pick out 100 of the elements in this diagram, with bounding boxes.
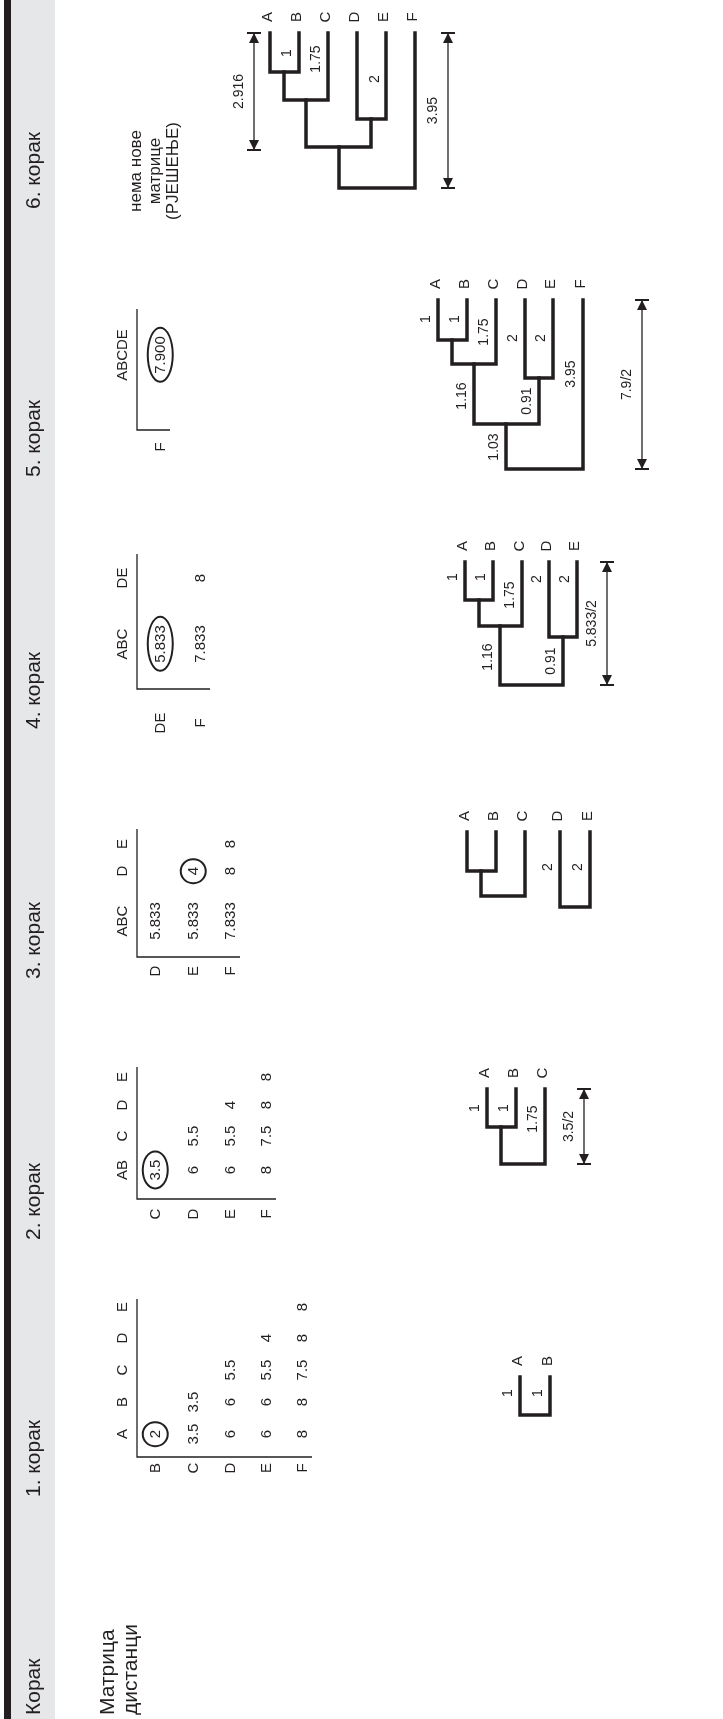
matrix-header: D [221, 1462, 239, 1474]
matrix-header: AB [113, 1160, 131, 1180]
branch-length: 1 [447, 315, 463, 323]
matrix-header: ABC [113, 628, 131, 660]
matrix-cell: 5.5 [257, 1359, 275, 1381]
dimension-label: 3.5/2 [561, 1110, 577, 1143]
matrix-header: F [191, 718, 209, 728]
step-heading: 5. корак [21, 400, 45, 477]
row-heading: Матрица дистанци [95, 1623, 142, 1715]
branch-length: 1.16 [454, 382, 470, 410]
branch-length: 1 [496, 1104, 512, 1112]
matrix-cell: 8 [293, 1333, 311, 1343]
dimension-label: 3.95 [425, 96, 441, 125]
matrix-cell: 3.5 [184, 1391, 202, 1413]
matrix-cell: 6 [257, 1429, 275, 1439]
matrix-cell: 4 [221, 1100, 239, 1110]
matrix-cell: 8 [221, 839, 239, 849]
circled-value: 3.5 [141, 1150, 169, 1190]
leaf-label: F [403, 12, 421, 22]
leaf-label: C [484, 278, 502, 290]
matrix-header: D [113, 865, 131, 877]
leaf-label: C [533, 1067, 551, 1079]
leaf-label: B [455, 279, 473, 289]
leaf-label: B [504, 1068, 522, 1078]
branch-length: 1 [445, 573, 461, 581]
branch-length: 2 [570, 863, 586, 871]
matrix-cell: 5.5 [221, 1125, 239, 1147]
matrix-header: ABC [113, 905, 131, 937]
leaf-label: A [508, 1356, 526, 1366]
matrix-header: E [113, 1302, 131, 1312]
branch-length: 2 [557, 575, 573, 583]
step-heading: 6. корак [21, 132, 45, 209]
leaf-label: A [426, 279, 444, 289]
matrix-cell: 7.5 [257, 1125, 275, 1147]
branch-length: 1.16 [480, 643, 496, 671]
leaf-label: D [548, 810, 566, 822]
leaf-label: A [258, 12, 276, 22]
matrix-cell: 5.833 [146, 902, 164, 940]
matrix-header: F [293, 1463, 311, 1473]
column-heading: Корак [21, 1658, 45, 1715]
branch-length: 1 [418, 315, 434, 323]
branch-length: 1.03 [486, 433, 502, 461]
matrix-header: DE [151, 712, 169, 734]
step-heading: 1. корак [21, 1420, 45, 1497]
matrix-header: D [146, 965, 164, 977]
leaf-label: B [484, 811, 502, 821]
leaf-label: F [571, 279, 589, 289]
leaf-label: A [475, 1068, 493, 1078]
matrix-cell: 5.5 [184, 1125, 202, 1147]
leaf-label: A [455, 811, 473, 821]
matrix-header: D [113, 1332, 131, 1344]
branch-length: 1.75 [502, 581, 518, 609]
leaf-label: C [513, 810, 531, 822]
matrix-header: D [184, 1208, 202, 1220]
matrix-header: C [184, 1462, 202, 1474]
matrix-header: E [184, 966, 202, 976]
matrix-cell: 6 [221, 1397, 239, 1407]
branch-length: 1 [467, 1104, 483, 1112]
branch-length: 1.75 [525, 1105, 541, 1133]
matrix-header: E [113, 839, 131, 849]
dimension-label: 2.916 [231, 74, 247, 109]
matrix-header: E [113, 1072, 131, 1082]
matrix-cell: 6 [221, 1429, 239, 1439]
leaf-label: E [541, 279, 559, 289]
matrix-cell: 3.5 [184, 1423, 202, 1445]
matrix-header: B [146, 1463, 164, 1473]
matrix-cell: 8 [257, 1072, 275, 1082]
matrix-cell: 5.833 [184, 902, 202, 940]
leaf-label: B [538, 1356, 556, 1366]
matrix-cell: 7.5 [293, 1359, 311, 1381]
step-heading: 2. корак [21, 1163, 45, 1240]
matrix-header: F [151, 442, 169, 452]
matrix-header: C [113, 1130, 131, 1142]
branch-length: 2 [505, 334, 521, 342]
branch-length: 1 [279, 49, 295, 57]
leaf-label: E [374, 12, 392, 22]
matrix-cell: 8 [293, 1397, 311, 1407]
matrix-cell: 8 [191, 573, 209, 583]
circled-value: 7.900 [146, 327, 174, 383]
matrix-cell: 7.833 [191, 625, 209, 663]
matrix-header: F [221, 966, 239, 976]
leaf-label: C [510, 540, 528, 552]
matrix-header: ABCDE [113, 329, 131, 381]
matrix-cell: 8 [293, 1429, 311, 1439]
leaf-label: B [481, 541, 499, 551]
matrix-header: A [113, 1429, 131, 1439]
branch-length: 1 [530, 1389, 546, 1397]
branch-length: 2 [529, 575, 545, 583]
matrix-cell: 8 [221, 866, 239, 876]
leaf-label: D [537, 540, 555, 552]
matrix-cell: 7.833 [221, 902, 239, 940]
leaf-label: E [565, 541, 583, 551]
leaf-label: D [513, 278, 531, 290]
branch-length: 1 [500, 1389, 516, 1397]
matrix-cell: 5.5 [221, 1359, 239, 1381]
step-heading: 3. корак [21, 902, 45, 979]
matrix-cell: 8 [257, 1165, 275, 1175]
branch-length: 2 [540, 863, 556, 871]
matrix-header: B [113, 1397, 131, 1407]
leaf-label: E [578, 811, 596, 821]
